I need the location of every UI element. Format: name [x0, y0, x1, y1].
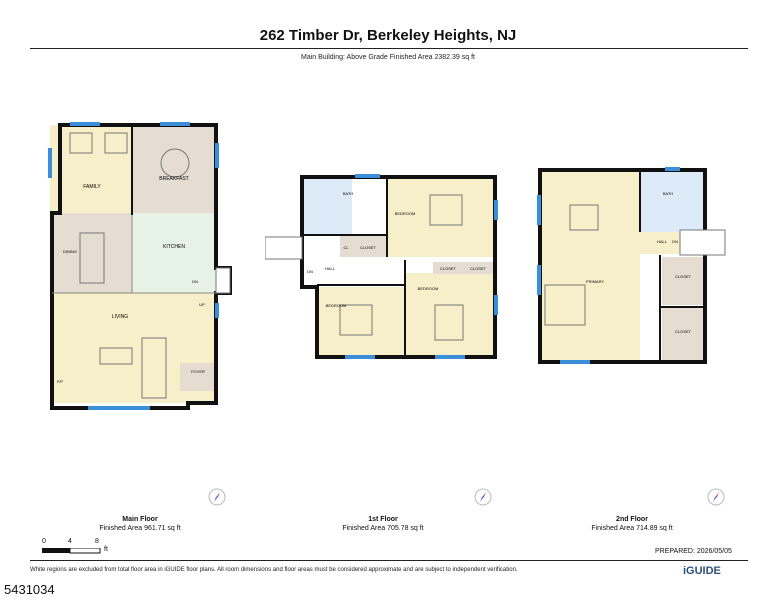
- prepared-date: PREPARED: 2026/05/05: [655, 548, 732, 555]
- page-title: 262 Timber Dr, Berkeley Heights, NJ: [259, 27, 517, 44]
- primary-label: PRIMARY: [586, 279, 604, 284]
- scale-bar: [42, 548, 101, 554]
- floor-area: Finished Area 714.89 sq ft: [591, 525, 673, 532]
- breakfast-room: [132, 125, 216, 215]
- bedroom-1c-room: [405, 273, 495, 357]
- bath-2-room: [640, 170, 705, 232]
- breakfast-label: BREAKFAST: [159, 176, 188, 182]
- kitchen-label: KITCHEN: [163, 244, 185, 250]
- dining-room: [52, 213, 132, 293]
- closet-2b-room: [662, 308, 705, 362]
- closet-2a-label: CLOSET: [675, 274, 692, 279]
- scale-tick-0: 0: [42, 538, 46, 545]
- fireplace-label: F/P: [57, 379, 64, 384]
- dining-label: DINING: [63, 249, 77, 254]
- scale-unit: ft: [104, 546, 108, 553]
- closet-1c-label: CLOSET: [470, 266, 487, 271]
- first-floor-label: 1st Floor Finished Area 705.78 sq ft: [293, 515, 473, 533]
- floor-name: 2nd Floor: [616, 516, 648, 523]
- closet-1b-label: CLOSET: [440, 266, 457, 271]
- closet-1a-label: CLOSET: [360, 245, 377, 250]
- bedroom-1b-label: BEDROOM: [326, 303, 347, 308]
- first-dn-label: DN: [307, 269, 313, 274]
- closet-1c-room: [463, 262, 493, 274]
- second-floor-label: 2nd Floor Finished Area 714.89 sq ft: [542, 515, 722, 533]
- bedroom-1c-label: BEDROOM: [418, 286, 439, 291]
- cl-label: CL: [343, 245, 349, 250]
- listing-id: 5431034: [4, 582, 55, 597]
- brand-logo: iGUIDE: [683, 565, 721, 577]
- family-room: [50, 125, 132, 215]
- bedroom-1b-room: [317, 287, 405, 357]
- family-label: FAMILY: [83, 184, 101, 190]
- second-floor-walls: [538, 168, 707, 364]
- closet-2a-room: [662, 257, 705, 305]
- main-up-label: UP: [199, 302, 205, 307]
- hall-2-room: [640, 232, 680, 254]
- living-label: LIVING: [112, 314, 129, 320]
- second-floor-plan: BATH PRIMARY HALL DN CLOSET CLOSET: [537, 167, 726, 364]
- bedroom-1a-label: BEDROOM: [395, 211, 416, 216]
- closet-1b-room: [433, 262, 463, 274]
- hall-2-label: HALL: [657, 239, 668, 244]
- closet-1a-room: [352, 235, 387, 257]
- primary-room: [540, 170, 640, 362]
- footer-divider: [30, 560, 748, 561]
- cl-room: [340, 235, 352, 257]
- main-floor-label: Main Floor Finished Area 961.71 sq ft: [50, 515, 230, 533]
- hall-1-label: HALL: [325, 266, 336, 271]
- scale-tick-4: 4: [68, 538, 72, 545]
- first-floor-plan: BATH BEDROOM CLOSET CL HALL DN BEDROOM B…: [265, 174, 498, 359]
- scale-tick-8: 8: [95, 538, 99, 545]
- main-dn-label: DN: [192, 279, 198, 284]
- closet-2b-label: CLOSET: [675, 329, 692, 334]
- disclaimer: White regions are excluded from total fl…: [30, 567, 518, 573]
- floor-area: Finished Area 705.78 sq ft: [342, 525, 424, 532]
- page-subtitle: Main Building: Above Grade Finished Area…: [301, 54, 475, 61]
- floor-area: Finished Area 961.71 sq ft: [99, 525, 181, 532]
- bedroom-1a-room: [387, 177, 495, 257]
- bath-2-label: BATH: [663, 191, 673, 196]
- compass-icon: [208, 488, 226, 506]
- second-dn-label: DN: [672, 239, 678, 244]
- foyer-label: FOYER: [191, 369, 205, 374]
- floor-name: Main Floor: [122, 516, 158, 523]
- bath-1-room: [302, 177, 352, 235]
- main-floor-plan: FAMILY BREAKFAST DINING KITCHEN LIVING F…: [48, 122, 232, 410]
- first-floor-walls: [300, 175, 497, 359]
- bath-1-label: BATH: [343, 191, 353, 196]
- compass-icon: [707, 488, 725, 506]
- title-divider: [30, 48, 748, 49]
- foyer-room: [180, 363, 216, 391]
- floor-name: 1st Floor: [368, 516, 398, 523]
- kitchen-room: [132, 213, 216, 293]
- compass-icon: [474, 488, 492, 506]
